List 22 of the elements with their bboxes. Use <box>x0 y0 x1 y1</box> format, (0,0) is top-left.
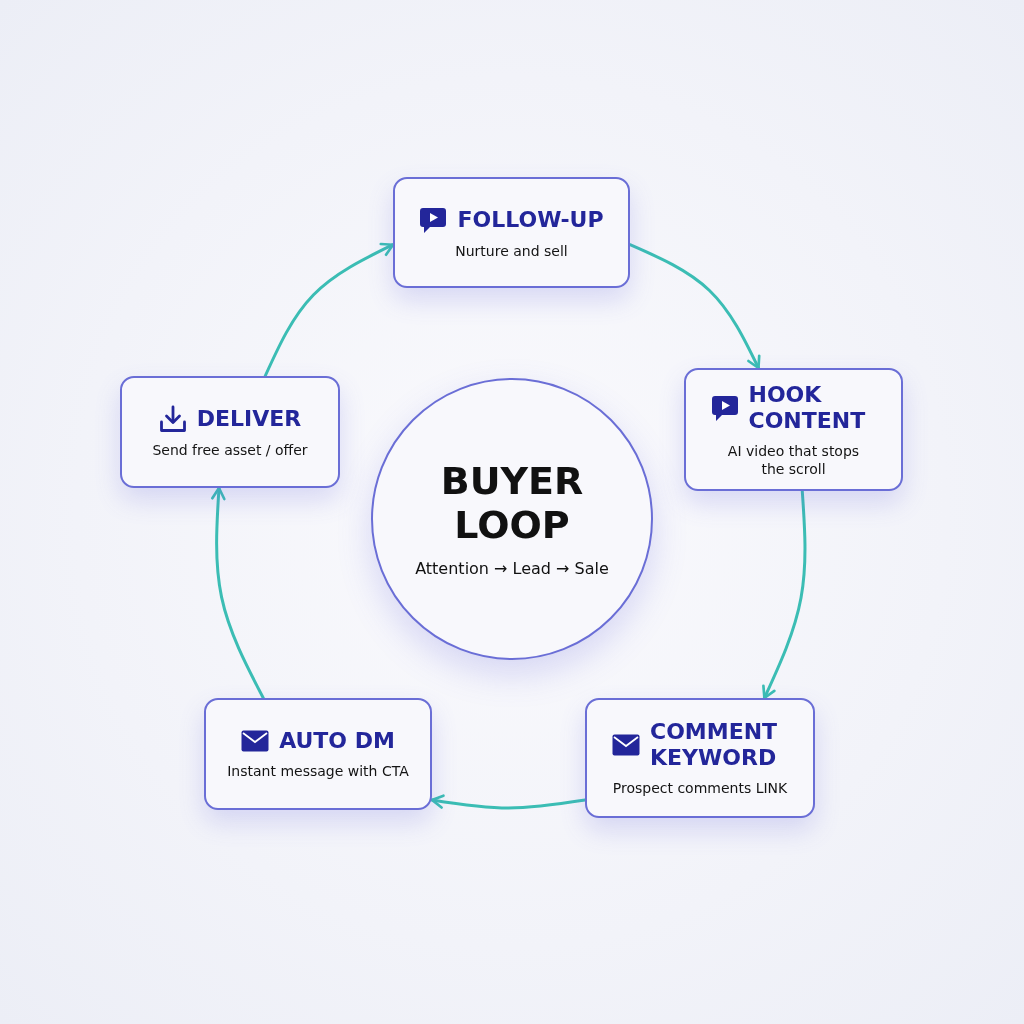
stage-title: FOLLOW-UP <box>457 206 604 233</box>
hub-title: BUYER LOOP <box>439 459 585 547</box>
stage-title: AUTO DM <box>279 728 395 754</box>
stage-card <box>393 177 630 288</box>
curved-arrow <box>628 243 761 370</box>
stage-description: Prospect comments LINK <box>612 779 788 797</box>
curved-arrow <box>211 486 265 700</box>
stage-description: Instant message with CTA <box>227 762 409 780</box>
stage-card <box>684 368 903 491</box>
curved-arrow <box>762 489 807 700</box>
stage-description: AI video that stops the scroll <box>726 441 861 478</box>
hub-subtitle: Attention → Lead → Sale <box>415 559 609 579</box>
stage-card <box>585 698 815 818</box>
stage-title: DELIVER <box>196 406 302 432</box>
stage-description: Send free asset / offer <box>152 441 308 459</box>
stage-title: COMMENT KEYWORD <box>650 719 779 771</box>
curved-arrow <box>263 242 395 378</box>
stage-title: HOOK CONTENT <box>748 381 867 434</box>
curved-arrow <box>430 794 587 810</box>
stage-card <box>204 698 432 810</box>
stage-description: Nurture and sell <box>455 241 568 260</box>
stage-card <box>120 376 340 488</box>
